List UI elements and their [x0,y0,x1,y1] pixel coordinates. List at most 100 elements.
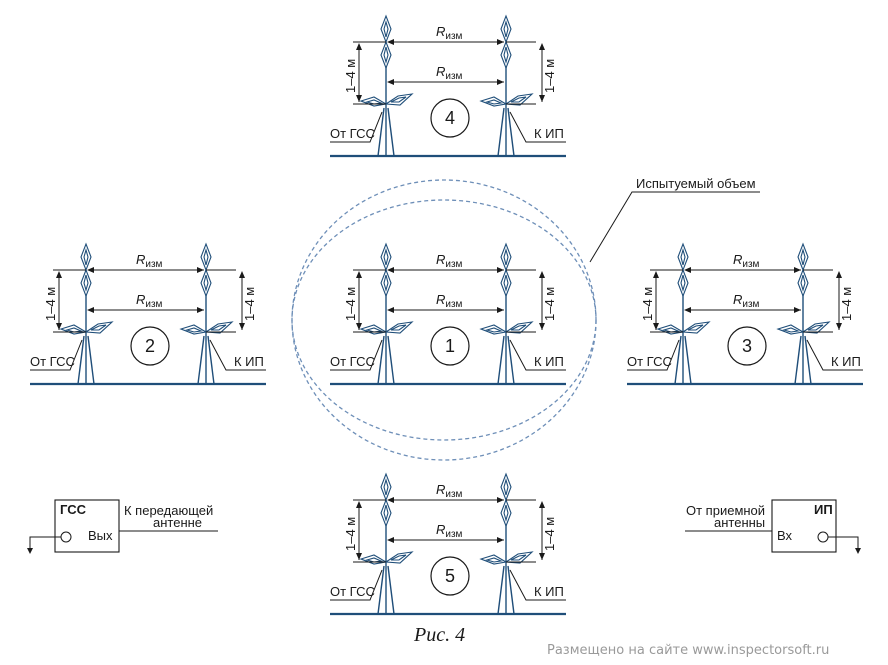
height-label: 1–4 м [242,287,257,321]
distance-label: Rизм [136,252,163,270]
height-label: 1–4 м [343,517,358,551]
receive-vertical-antenna-icon [500,242,512,298]
generator-box [54,499,120,553]
height-label: 1–4 м [343,287,358,321]
distance-label: Rизм [733,252,760,270]
transmit-feed-line [330,111,383,143]
height-label: 1–4 м [839,287,854,321]
receive-mast [497,562,515,615]
transmit-mast [377,104,395,157]
receive-feed-line [509,569,566,601]
from-generator-label: От ГСС [330,126,375,141]
test-volume: Испытуемый объем [291,176,760,461]
height-label: 1–4 м [542,517,557,551]
position-number-circle [430,326,470,366]
height-label: 1–4 м [343,59,358,93]
receive-horizontal-antenna-icon [479,93,534,107]
receiver-port-label: Вх [777,528,793,543]
receive-vertical-antenna-icon [200,242,212,298]
receiver-box [771,499,837,553]
position-number: 1 [445,336,455,356]
height-label: 1–4 м [640,287,655,321]
receive-mast [497,104,515,157]
position-number: 2 [145,336,155,356]
receiver-ground-arrow-icon [855,548,861,554]
receive-feed-line [509,339,566,371]
transmit-feed-line [627,339,680,371]
from-generator-label: От ГСС [627,354,672,369]
receive-feed-line [209,339,266,371]
position-number-circle [130,326,170,366]
distance-label: Rизм [436,522,463,540]
position-number: 4 [445,108,455,128]
distance-label: Rизм [436,482,463,500]
receiver-block: ИП Вх От приемной антенны [685,499,861,554]
to-receiver-label: К ИП [534,354,564,369]
generator-block: ГСС Вых К передающей антенне [27,499,218,554]
position-number-circle [727,326,767,366]
receiver-title: ИП [814,502,833,517]
receive-feed-line [806,339,863,371]
transmit-mast [77,332,95,385]
transmit-mast [377,332,395,385]
receive-horizontal-antenna-icon [179,321,234,335]
receive-horizontal-antenna-icon [479,551,534,565]
test-volume-label: Испытуемый объем [636,176,756,191]
from-generator-label: От ГСС [330,354,375,369]
distance-label: Rизм [436,64,463,82]
position-number-circle [430,556,470,596]
transmit-vertical-antenna-icon [380,472,392,528]
receiver-connection-line2: антенны [714,515,765,530]
height-label: 1–4 м [542,59,557,93]
from-generator-label: От ГСС [30,354,75,369]
to-receiver-label: К ИП [234,354,264,369]
transmit-horizontal-antenna-icon [359,551,414,565]
receiver-connection-line1: От приемной [686,503,765,518]
generator-title: ГСС [60,502,87,517]
transmit-vertical-antenna-icon [380,14,392,70]
generator-port-icon [60,531,72,543]
transmit-feed-line [330,339,383,371]
receive-horizontal-antenna-icon [479,321,534,335]
distance-label: Rизм [733,292,760,310]
transmit-mast [377,562,395,615]
receive-vertical-antenna-icon [500,14,512,70]
receive-horizontal-antenna-icon [776,321,831,335]
receive-mast [794,332,812,385]
transmit-feed-line [330,569,383,601]
generator-port-label: Вых [88,528,113,543]
figure-caption: Рис. 4 [413,624,465,646]
receive-vertical-antenna-icon [500,472,512,528]
test-volume-ellipse-horizontal [291,199,597,441]
from-generator-label: От ГСС [330,584,375,599]
transmit-feed-line [30,339,83,371]
distance-label: Rизм [436,252,463,270]
site-watermark: Размещено на сайте www.inspectorsoft.ru [547,643,829,658]
distance-label: Rизм [436,292,463,310]
transmit-vertical-antenna-icon [80,242,92,298]
receive-mast [197,332,215,385]
height-label: 1–4 м [542,287,557,321]
generator-ground-arrow-icon [27,548,33,554]
to-receiver-label: К ИП [534,126,564,141]
distance-label: Rизм [136,292,163,310]
position-number-circle [430,98,470,138]
transmit-vertical-antenna-icon [677,242,689,298]
height-label: 1–4 м [43,287,58,321]
distance-label: Rизм [436,24,463,42]
test-volume-leader [589,191,760,263]
receive-mast [497,332,515,385]
receiver-ground-lead [828,536,859,550]
position-number: 3 [742,336,752,356]
to-receiver-label: К ИП [831,354,861,369]
to-receiver-label: К ИП [534,584,564,599]
generator-connection-line2: антенне [153,515,202,530]
receive-vertical-antenna-icon [797,242,809,298]
